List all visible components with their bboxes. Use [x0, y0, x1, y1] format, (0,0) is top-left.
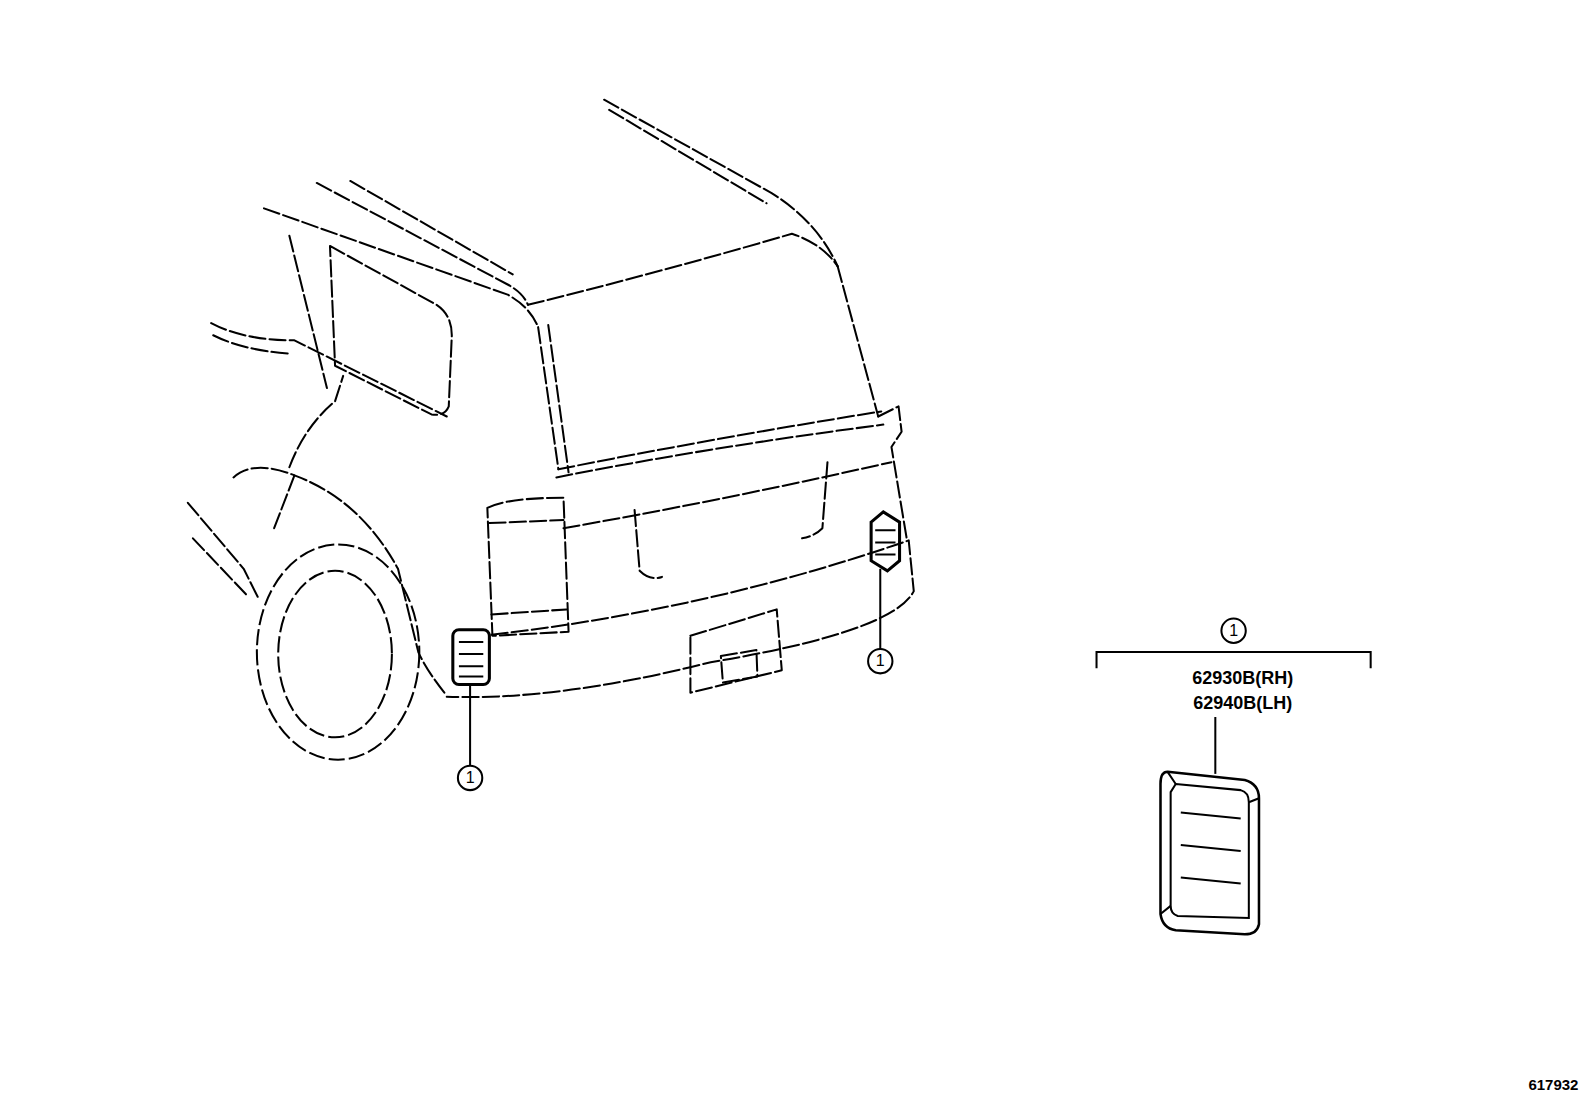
figure-number: 617932 [1528, 1077, 1578, 1092]
part-number: 62940B(LH) [1193, 694, 1292, 712]
callout-number: 1 [466, 770, 475, 786]
callout-number: 1 [1229, 623, 1238, 639]
callout-number: 1 [876, 653, 885, 669]
part-number: 62930B(RH) [1192, 669, 1293, 687]
